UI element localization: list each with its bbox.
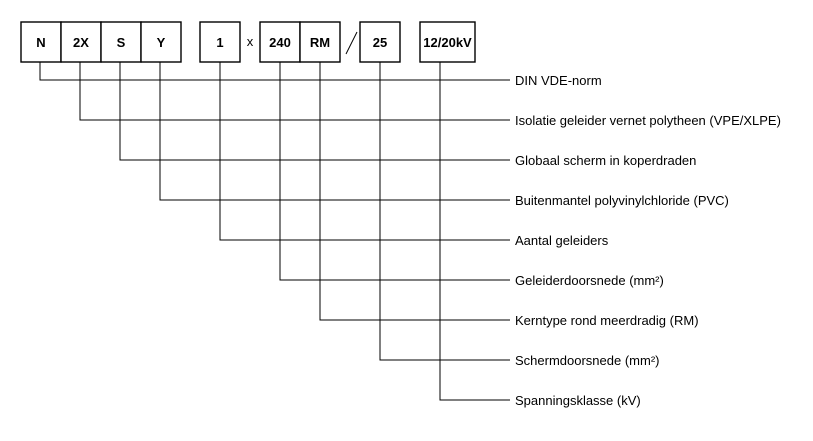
code-part: 25 bbox=[373, 35, 387, 50]
code-part: 2X bbox=[73, 35, 89, 50]
code-box-rm: RM bbox=[299, 21, 341, 63]
code-box-240: 240 bbox=[259, 21, 301, 63]
slash-line bbox=[345, 31, 358, 55]
code-box-25: 25 bbox=[359, 21, 401, 63]
meaning-label: Buitenmantel polyvinylchloride (PVC) bbox=[515, 193, 729, 208]
meaning-label: Geleiderdoorsnede (mm²) bbox=[515, 273, 664, 288]
meaning-label: Spanningsklasse (kV) bbox=[515, 393, 641, 408]
code-part: RM bbox=[310, 35, 330, 50]
connector-lines bbox=[39, 62, 510, 401]
code-box-s: S bbox=[100, 21, 142, 63]
connector-rm bbox=[319, 62, 510, 321]
meaning-label: Globaal scherm in koperdraden bbox=[515, 153, 696, 168]
connector-kv bbox=[439, 62, 510, 401]
connector-25 bbox=[379, 62, 510, 361]
code-part: 12/20kV bbox=[423, 35, 472, 50]
connector-1 bbox=[219, 62, 510, 241]
code-part: 240 bbox=[269, 35, 291, 50]
code-part: 1 bbox=[216, 35, 223, 50]
connector-y bbox=[159, 62, 510, 201]
code-box-kv: 12/20kV bbox=[419, 21, 476, 63]
meaning-label: Kerntype rond meerdradig (RM) bbox=[515, 313, 699, 328]
connector-240 bbox=[279, 62, 510, 281]
code-box-1: 1 bbox=[199, 21, 241, 63]
code-part: S bbox=[117, 35, 126, 50]
meaning-label: Isolatie geleider vernet polytheen (VPE/… bbox=[515, 113, 781, 128]
meaning-labels: DIN VDE-norm Isolatie geleider vernet po… bbox=[515, 73, 781, 408]
code-box-2x: 2X bbox=[60, 21, 102, 63]
code-part: N bbox=[36, 35, 45, 50]
code-part: Y bbox=[157, 35, 166, 50]
code-box-n: N bbox=[20, 21, 62, 63]
meaning-label: Schermdoorsnede (mm²) bbox=[515, 353, 660, 368]
code-box-y: Y bbox=[140, 21, 182, 63]
connector-n bbox=[39, 62, 510, 81]
meaning-label: DIN VDE-norm bbox=[515, 73, 602, 88]
meaning-label: Aantal geleiders bbox=[515, 233, 609, 248]
connector-2x bbox=[79, 62, 510, 121]
connector-s bbox=[119, 62, 510, 161]
times-sign: x bbox=[247, 34, 254, 49]
